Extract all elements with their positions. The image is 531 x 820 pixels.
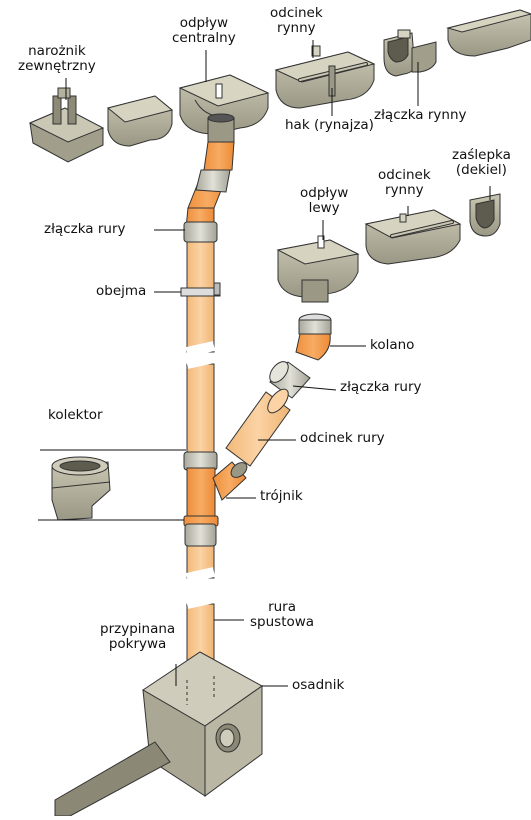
label-collector: kolektor: [48, 408, 103, 423]
gutter-segment-right: [448, 10, 531, 56]
label-central-outlet-line1: odpływ: [172, 16, 236, 31]
label-corner-line2: zewnętrzny: [18, 59, 96, 74]
collector: [52, 457, 110, 520]
label-gutter-segment-middle: odcinek rynny: [378, 168, 431, 198]
label-cover: przypinana pokrywa: [100, 622, 175, 652]
sediment-box: [55, 652, 262, 816]
label-hook: hak (rynajza): [285, 118, 374, 133]
end-cap: [470, 194, 500, 236]
label-gutter-segment-top: odcinek rynny: [270, 6, 323, 36]
gutter-segment-middle: [366, 210, 460, 264]
label-gutter-segment-middle-line1: odcinek: [378, 168, 431, 183]
label-downpipe-line2: spustowa: [250, 615, 314, 630]
label-corner: narożnik zewnętrzny: [18, 44, 96, 74]
label-downpipe-line1: rura: [250, 600, 314, 615]
label-pipe-coupling-left: złączka rury: [44, 222, 126, 237]
leader-lines: [38, 40, 490, 686]
label-cover-line2: pokrywa: [100, 637, 175, 652]
label-central-outlet: odpływ centralny: [172, 16, 236, 46]
label-cover-line1: przypinana: [100, 622, 175, 637]
label-sediment-box: osadnik: [292, 678, 344, 693]
label-tee: trójnik: [260, 489, 303, 504]
gutter-segment-small: [108, 96, 172, 146]
main-downpipe: [181, 142, 250, 696]
gutter-segment-top: [276, 46, 374, 108]
label-gutter-joint: złączka rynny: [374, 108, 467, 123]
label-left-outlet-line1: odpływ: [300, 186, 348, 201]
label-end-cap-line2: (dekiel): [452, 163, 511, 178]
label-gutter-segment-top-line2: rynny: [270, 21, 323, 36]
label-left-outlet-line2: lewy: [300, 201, 348, 216]
label-downpipe: rura spustowa: [250, 600, 314, 630]
left-outlet: [278, 236, 358, 302]
label-left-outlet: odpływ lewy: [300, 186, 348, 216]
gutter-joint: [384, 30, 436, 76]
label-clamp: obejma: [96, 284, 146, 299]
label-corner-line1: narożnik: [18, 44, 96, 59]
label-end-cap: zaślepka (dekiel): [452, 148, 511, 178]
label-gutter-segment-middle-line2: rynny: [378, 183, 431, 198]
label-pipe-coupling-right: złączka rury: [340, 380, 422, 395]
label-central-outlet-line2: centralny: [172, 31, 236, 46]
label-elbow: kolano: [370, 338, 414, 353]
label-gutter-segment-top-line1: odcinek: [270, 6, 323, 21]
central-outlet: [180, 75, 268, 142]
label-pipe-segment: odcinek rury: [300, 431, 385, 446]
label-end-cap-line1: zaślepka: [452, 148, 511, 163]
